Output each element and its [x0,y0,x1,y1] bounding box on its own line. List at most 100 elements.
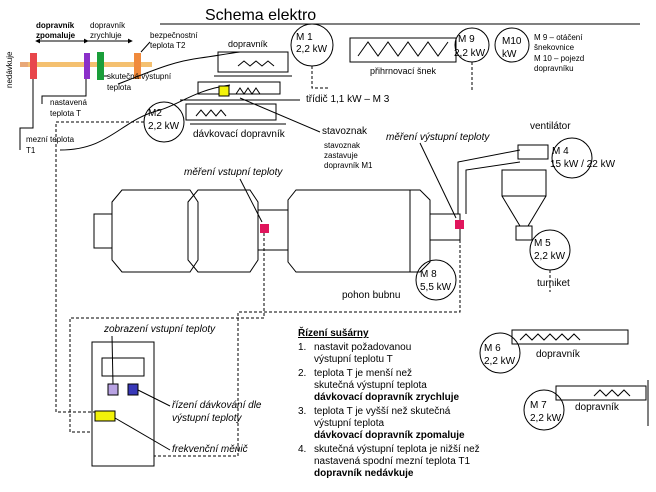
drum-section-2 [187,189,259,273]
drum-main [287,189,431,273]
actual-line1: skutečná výstupní [107,72,172,81]
feeder-screw-group: přihrnovací šnek M 9 2,2 kW M10 kW M 9 –… [349,27,584,76]
wire-inlet [69,233,265,433]
m1-conveyor-zigzag [237,60,275,67]
gate-desc-1: stavoznak [324,141,361,150]
actual-line2: teplota [107,83,132,92]
m6-power: 2,2 kW [484,356,516,367]
m4-power: 15 kW / 22 kW [550,159,616,170]
m7-conveyor [555,385,647,401]
wavy-separator-2 [117,51,241,85]
control-panel: zobrazení vstupní teploty řízení dávková… [91,324,262,467]
m6-motor [479,332,521,374]
m5-name: M 5 [534,238,551,249]
measure-out-leader [419,142,457,219]
set-line1: nastavená [50,98,87,107]
display-button [107,383,119,396]
rule-4-line1: skutečná výstupní teplota je nižší než [314,444,480,455]
m7-conveyor-zigzag [593,389,631,397]
sorter-yellow-box [218,85,230,97]
zrychluje-line1: dopravník [90,21,126,30]
limit-line1: mezní teplota [26,135,75,144]
rule-2-line2: skutečná výstupní teplota [314,380,427,391]
panel-control-line1: řízení dávkování dle [172,400,262,411]
rule-2-line1: teplota T je menší než [314,368,412,379]
m4-name: M 4 [552,146,569,157]
safety-line1: bezpečnostní [150,31,198,40]
zrychluje-line2: zrychluje [90,31,122,40]
sorter-label: třídič 1,1 kW – M 3 [306,94,390,105]
m9-m10-note-2: šnekovnice [534,43,575,52]
m10-name: M10 [502,36,522,47]
rule-3-line1: teplota T je vyšší než skutečná [314,406,451,417]
measure-in-label: měření vstupní teploty [184,167,283,178]
m7-label: dopravník [575,402,620,413]
rule-1-num: 1. [298,342,306,353]
m9-m10-note-4: dopravníku [534,64,574,73]
m9-m10-note-3: M 10 – pojezd [534,54,584,63]
inverter-box [94,410,116,422]
dosing-conveyor-group: M2 2,2 kW dávkovací dopravník stavoznak … [143,97,373,170]
m8-motor [415,259,457,301]
m8-power: 5,5 kW [420,282,452,293]
m6-conveyor [511,329,629,345]
wire-m1 [311,66,330,89]
safety-marker [134,53,141,79]
duct-upper [457,149,521,214]
panel-control-leader [137,389,171,407]
control-rules: Řízení sušárny 1. nastavit požadovanou v… [298,326,480,479]
m6-label: dopravník [536,349,581,360]
nedavkuje-label: nedávkuje [5,51,14,88]
cyclone-group: ventilátor M 4 15 kW / 22 kW M 5 2,2 kW … [501,121,616,289]
gate-title: stavoznak [322,126,368,137]
outlet-temp-sensor [455,220,464,229]
wiring [55,62,551,457]
panel-cabinet [91,341,155,467]
panel-display [101,357,145,377]
dosing-conveyor-label: dávkovací dopravník [193,129,286,140]
m1-conveyor-label: dopravník [228,39,268,49]
m2-name: M2 [148,108,162,119]
limit-line2: T1 [26,146,36,155]
safety-leader [140,41,151,53]
drum-drive-group: M 8 5,5 kW pohon bubnu [342,259,457,301]
limit-leader [19,79,34,150]
m7-power: 2,2 kW [530,413,562,424]
m4-motor [551,137,593,179]
drum-drive-label: pohon bubnu [342,290,400,301]
dosing-conveyor [185,103,277,121]
rule-4-bold: dopravník nedávkuje [314,468,414,479]
wire-m2 [55,121,144,413]
m1-conveyor [217,51,289,73]
m6-conveyor-zigzag [519,333,581,341]
feeder-screw-zigzag [357,41,449,57]
sorter-upper [197,81,281,95]
m9-m10-note-1: M 9 – otáčení [534,33,583,42]
set-marker [84,53,90,79]
m6-name: M 6 [484,343,501,354]
measure-in-leader [239,178,263,223]
m10-power: kW [502,49,517,60]
sorter-zigzag [235,87,261,95]
feeder-screw [349,37,457,63]
m2-power: 2,2 kW [148,121,180,132]
inlet-temp-sensor [260,224,269,233]
rule-3-bold: dávkovací dopravník zpomaluje [314,430,465,441]
m5-power: 2,2 kW [534,251,566,262]
set-leader [41,79,87,104]
measure-out-label: měření výstupní teploty [386,132,490,143]
m9-power: 2,2 kW [454,48,486,59]
m1-power: 2,2 kW [296,44,328,55]
wavy-separator [59,84,231,151]
set-line2: teplota T [50,109,81,118]
m5-motor [529,229,571,271]
output-conveyors: M 6 2,2 kW dopravník M 7 2,2 kW dopravní… [479,329,649,431]
control-button [127,383,139,396]
cyclone-cone [501,195,547,227]
sorter-group: třídič 1,1 kW – M 3 [180,81,390,105]
rule-4-line2: nastavená spodní mezní teplota T1 [314,456,470,467]
zpomaluje-line1: dopravník [36,21,75,30]
panel-display-leader [111,335,114,385]
cyclone-body [501,169,547,197]
